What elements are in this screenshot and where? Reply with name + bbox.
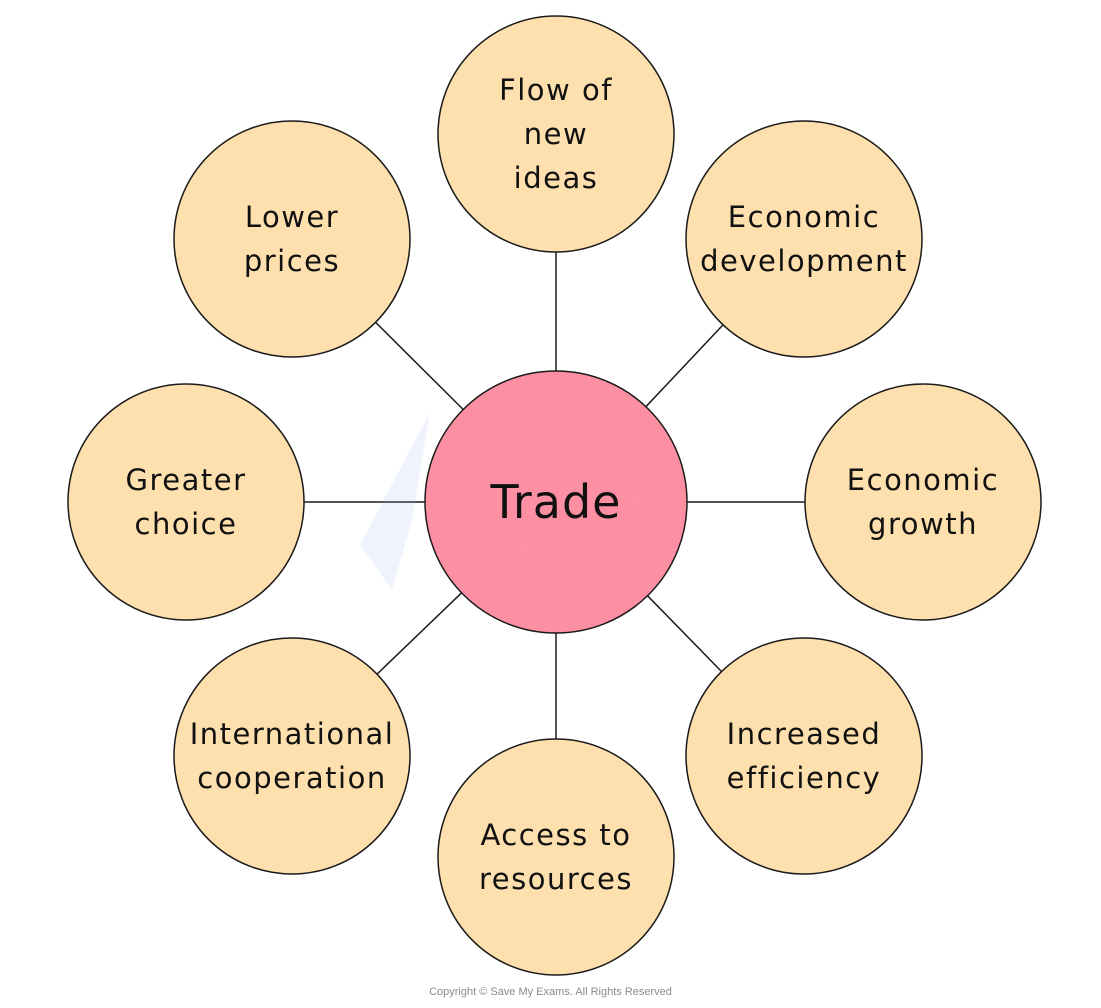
node-label-economic-development-line-1: Economic: [728, 200, 880, 234]
connector-lines: [304, 252, 805, 739]
node-circle-economic-growth: [804, 383, 1042, 621]
connector-increased-efficiency: [646, 595, 723, 673]
node-circle-international-cooperation: [173, 637, 411, 875]
node-label-increased-efficiency-line-2: efficiency: [727, 761, 882, 795]
node-label-increased-efficiency-line-1: Increased: [727, 717, 882, 751]
center-circle: [424, 370, 688, 634]
node-circle-increased-efficiency: [685, 637, 923, 875]
node-label-greater-choice-line-2: choice: [135, 507, 238, 541]
connector-lower-prices: [375, 321, 464, 411]
node-label-greater-choice-line-1: Greater: [125, 463, 246, 497]
node-international-cooperation: International cooperation: [173, 637, 411, 875]
watermark-logo: Save My Exams: [360, 412, 688, 590]
node-label-lower-prices-line-1: Lower: [245, 200, 339, 234]
node-circle-access-to-resources: [437, 738, 675, 976]
center-label: Trade: [490, 475, 622, 529]
node-label-economic-growth-line-1: Economic: [847, 463, 999, 497]
node-economic-development: Economic development: [685, 120, 923, 358]
node-circle-flow-of-new-ideas: [437, 15, 675, 253]
node-label-international-cooperation-line-2: cooperation: [197, 761, 386, 795]
node-increased-efficiency: Increased efficiency: [685, 637, 923, 875]
node-circle-lower-prices: [173, 120, 411, 358]
watermark-text-line-2: Exams: [480, 522, 640, 573]
node-access-to-resources: Access to resources: [437, 738, 675, 976]
node-label-lower-prices-line-2: prices: [244, 244, 340, 278]
node-label-flow-of-new-ideas-line-2: new: [524, 117, 588, 151]
benefit-nodes: Flow ofnewideasEconomicdevelopmentEconom…: [67, 15, 1042, 976]
node-circle-greater-choice: [67, 383, 305, 621]
node-label-flow-of-new-ideas-line-3: ideas: [514, 161, 599, 195]
connector-international-cooperation: [376, 592, 463, 675]
watermark-text: Save My: [480, 472, 688, 523]
node-label-access-to-resources-line-2: resources: [479, 862, 633, 896]
node-circle-economic-development: [685, 120, 923, 358]
connector-economic-development: [645, 324, 724, 408]
copyright-notice: Copyright © Save My Exams. All Rights Re…: [429, 986, 672, 998]
center-node: Save My Exams Trade: [360, 370, 688, 634]
node-economic-growth: Economic growth: [804, 383, 1042, 621]
node-flow-of-new-ideas: Flow of new ideas: [437, 15, 675, 253]
node-greater-choice: Greater choice: [67, 383, 305, 621]
node-lower-prices: Lower prices: [173, 120, 411, 358]
node-label-economic-growth-line-2: growth: [868, 507, 978, 541]
node-label-access-to-resources-line-1: Access to: [480, 818, 631, 852]
node-label-international-cooperation-line-1: International: [190, 717, 395, 751]
node-label-economic-development-line-2: development: [700, 244, 908, 278]
node-label-flow-of-new-ideas-line-1: Flow of: [499, 73, 613, 107]
